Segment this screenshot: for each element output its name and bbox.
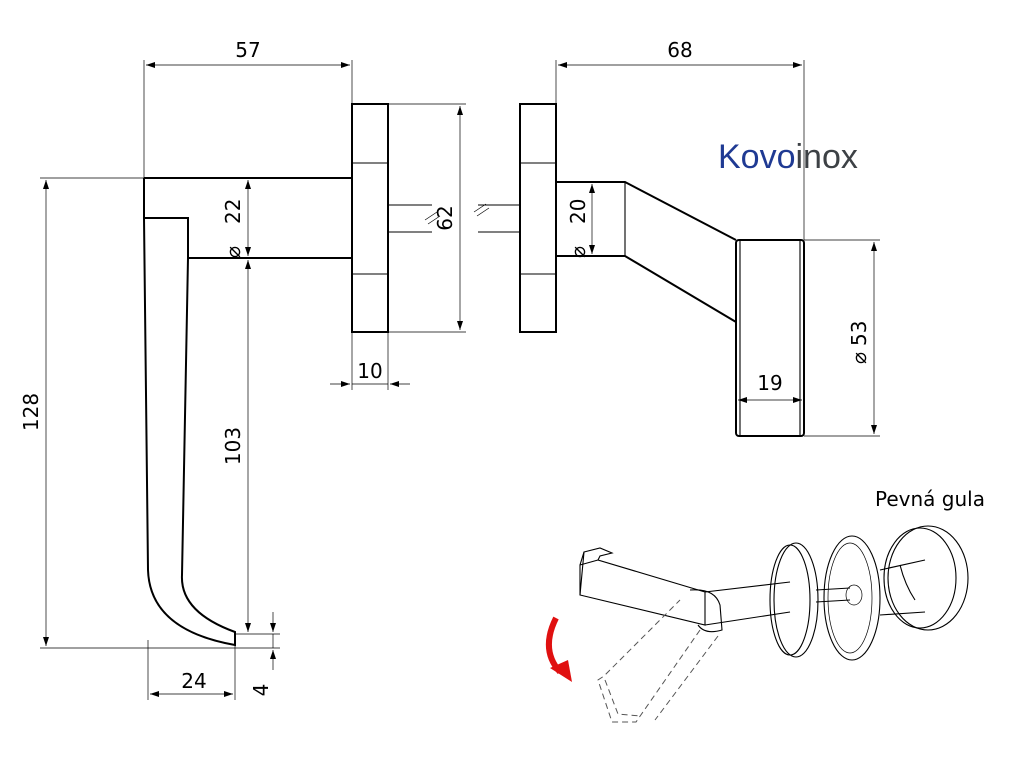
dim-diameter-symbol: ⌀ bbox=[566, 246, 590, 258]
rotation-arrowhead-icon bbox=[550, 660, 572, 682]
dim-4-group: 4 bbox=[249, 684, 273, 697]
dim-diameter-20: 20 bbox=[566, 199, 590, 224]
dim-rosette-offset: 68 bbox=[667, 38, 692, 62]
dim-knob-depth: 19 bbox=[757, 371, 782, 395]
dim-grip-length: 103 bbox=[221, 427, 245, 465]
rotation-arrow-icon bbox=[546, 616, 563, 675]
dim-62-group: 62 bbox=[433, 205, 457, 230]
dim-handle-width: 57 bbox=[235, 38, 260, 62]
fixed-knob-label: Pevná gula bbox=[875, 487, 985, 511]
dim-total-length: 128 bbox=[19, 393, 43, 431]
logo-part-kovo: Kovo bbox=[718, 138, 796, 176]
dim-tip-height: 4 bbox=[249, 684, 273, 697]
dim-103-group: 103 bbox=[221, 427, 245, 465]
dim-rosette-depth: 10 bbox=[357, 359, 382, 383]
dim-diameter-20-group: ⌀ 20 bbox=[566, 199, 590, 258]
brand-logo: Kovoinox bbox=[718, 138, 858, 176]
handle-side-view bbox=[142, 103, 441, 647]
knob-side-view bbox=[473, 103, 805, 437]
dim-diameter-symbol: ⌀ bbox=[221, 246, 245, 258]
logo-part-inox: inox bbox=[796, 138, 858, 176]
dim-diameter-symbol: ⌀ bbox=[847, 352, 871, 364]
dim-diameter-22-group: ⌀ 22 bbox=[221, 199, 245, 258]
dim-knob-diameter: 53 bbox=[847, 321, 871, 346]
dim-diameter-22: 22 bbox=[221, 199, 245, 224]
dim-128-group: 128 bbox=[19, 393, 43, 431]
dim-diameter-53-group: ⌀ 53 bbox=[847, 321, 871, 364]
perspective-illustration bbox=[546, 525, 969, 723]
dim-rosette-height: 62 bbox=[433, 205, 457, 230]
dimension-lines bbox=[40, 60, 880, 700]
dim-grip-width: 24 bbox=[181, 669, 206, 693]
